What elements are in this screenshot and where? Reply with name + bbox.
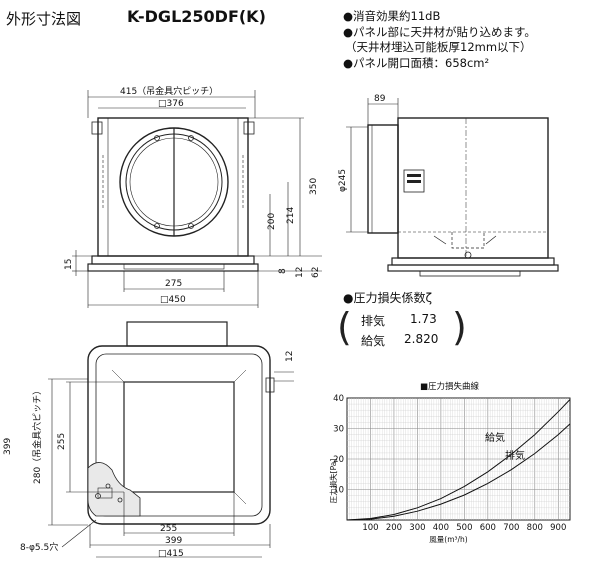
series-label-exhaust: 排気 — [505, 449, 525, 462]
chart-title: ■圧力損失曲線 — [420, 382, 480, 392]
y-tick-label: 40 — [333, 394, 344, 404]
x-tick-label: 300 — [409, 523, 425, 533]
brace-left: ( — [337, 305, 352, 349]
side-view: 89 φ245 — [338, 94, 559, 277]
note-sound: ●消音効果約11dB — [343, 9, 441, 23]
pl-supply-value: 2.820 — [404, 332, 439, 346]
dim-200: 200 — [267, 213, 277, 230]
dim-255-left: 255 — [57, 433, 67, 450]
bottom-view: 12 399 280（吊金具穴ピッチ） 255 255 399 □415 8-φ… — [3, 321, 295, 559]
note-opening: ●パネル開口面積：658cm² — [343, 55, 490, 70]
dim-phi245: φ245 — [338, 169, 348, 192]
x-tick-label: 200 — [386, 523, 402, 533]
y-tick-label: 30 — [333, 425, 344, 435]
dim-376: □376 — [158, 99, 184, 109]
x-tick-label: 500 — [456, 523, 472, 533]
dim-275: 275 — [165, 279, 182, 289]
dim-415-square: □415 — [158, 549, 184, 559]
x-tick-label: 600 — [480, 523, 496, 533]
pl-exhaust-label: 排気 — [361, 314, 386, 328]
x-tick-label: 700 — [503, 523, 519, 533]
dim-12-front: 12 — [295, 267, 305, 278]
pl-supply-label: 給気 — [361, 334, 386, 348]
y-axis-label: 圧力損失[Pa] — [328, 459, 338, 504]
drawing-title: 外形寸法図 — [6, 10, 82, 28]
brace-right: ) — [452, 305, 467, 349]
spec-notes: ●消音効果約11dB ●パネル部に天井材が貼り込めます。 （天井材埋込可能板厚1… — [343, 9, 536, 71]
note-thickness: （天井材埋込可能板厚12mm以下） — [345, 40, 532, 54]
dim-62: 62 — [311, 267, 321, 278]
dim-15: 15 — [64, 259, 74, 270]
dim-12-bottom: 12 — [285, 351, 295, 362]
pressure-loss-title: ●圧力損失係数ζ — [343, 291, 432, 305]
x-tick-label: 400 — [433, 523, 449, 533]
x-axis-label: 風量(m³/h) — [429, 535, 468, 544]
dim-350: 350 — [309, 178, 319, 195]
note-panel: ●パネル部に天井材が貼り込めます。 — [343, 24, 536, 39]
dim-255-bottom: 255 — [160, 524, 177, 534]
holes-label: 8-φ5.5穴 — [20, 541, 58, 553]
dim-280-pitch: 280（吊金具穴ピッチ） — [31, 386, 43, 484]
x-tick-label: 900 — [550, 523, 566, 533]
y-tick-label: 10 — [333, 486, 344, 496]
pressure-loss-chart: 100 200 300 400 500 600 700 800 900 10 20 30 40 風量(m³… — [328, 394, 571, 544]
dim-214: 214 — [286, 207, 296, 224]
series-line-exhaust — [346, 423, 571, 521]
x-tick-label: 800 — [527, 523, 543, 533]
dim-89: 89 — [374, 94, 386, 104]
dim-8: 8 — [278, 268, 288, 274]
series-label-supply: 給気 — [485, 431, 505, 444]
pl-exhaust-value: 1.73 — [410, 312, 437, 326]
x-tick-label: 100 — [362, 523, 378, 533]
series-line-supply — [346, 399, 571, 521]
dim-399-left: 399 — [3, 438, 13, 455]
dim-450: □450 — [160, 295, 186, 305]
front-view: 415（吊金具穴ピッチ） □376 350 214 200 — [64, 85, 322, 308]
dim-399-bottom: 399 — [165, 536, 182, 546]
model-number: K-DGL250DF(K) — [127, 7, 266, 26]
y-tick-label: 20 — [333, 455, 344, 465]
dim-415-pitch: 415（吊金具穴ピッチ） — [120, 85, 218, 97]
